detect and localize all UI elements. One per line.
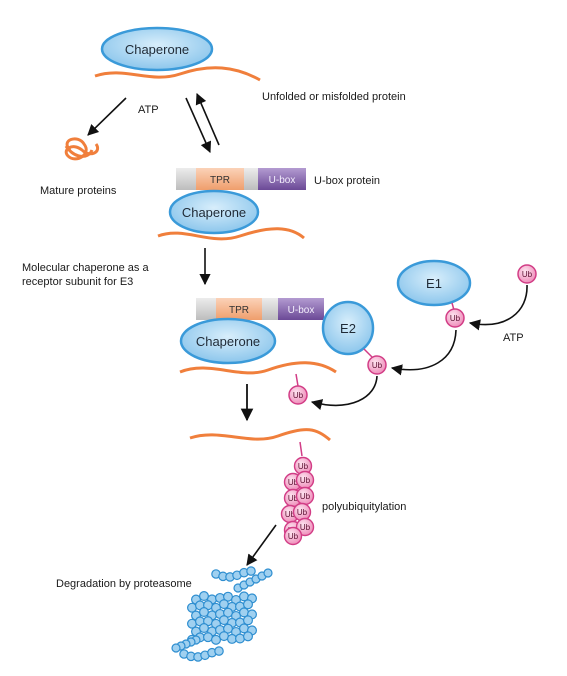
ubiquitin-bead [517,264,537,284]
ub-label: Ub [288,494,299,503]
ub-label: Ub [297,508,308,517]
ubox-label-2: U-box [288,305,315,316]
ub-label: Ub [293,391,304,400]
degradation-label: Degradation by proteasome [56,578,192,590]
e1-ellipse [396,259,472,307]
ub-label: Ub [300,476,311,485]
chaperone-label-1: Chaperone [125,42,189,57]
receptor-label-line1: Molecular chaperone as a [22,262,149,274]
e2-label: E2 [340,321,356,336]
protein-strand [94,66,261,82]
ub-label: Ub [300,492,311,501]
atp-label-2: ATP [503,332,524,344]
chaperone-label-3: Chaperone [196,334,260,349]
e1-to-e2-arrow [390,329,457,376]
ub-label: Ub [285,510,296,519]
tpr-label-2: TPR [229,305,249,316]
receptor-label-line2: receptor subunit for E3 [22,276,133,288]
ubox-protein-bar-1 [176,168,306,190]
unfolded-protein-label: Unfolded or misfolded protein [262,91,406,103]
tpr-label-1: TPR [210,175,230,186]
chaperone-ellipse [100,26,214,72]
ubiquitin-bead [283,526,303,546]
ub-label: Ub [522,270,533,279]
to-proteasome-arrow [246,524,277,566]
protein-strand [179,361,337,375]
ubiquitin-bead [445,308,465,328]
chaperone-ellipse [168,189,260,235]
ub-label: Ub [288,478,299,487]
ub-label: Ub [298,462,309,471]
atp-label-1: ATP [138,104,159,116]
polyubiquitylation-label: polyubiquitylation [322,501,406,513]
chaperone-label-2: Chaperone [182,205,246,220]
e2-to-substrate-arrow [310,375,378,410]
e1-label: E1 [426,276,442,291]
ub-label: Ub [372,361,383,370]
ubiquitin-bead [288,385,308,405]
ub-label: Ub [300,523,311,532]
ub-label: Ub [288,532,299,541]
reverse-arrow [195,92,220,146]
protein-strand [157,227,305,241]
mature-proteins-label: Mature proteins [40,185,117,197]
ubox-protein-label: U-box protein [314,175,380,187]
proteasome-icon [171,566,273,662]
ubox-label-1: U-box [269,175,296,186]
ubox-protein-bar-2 [196,298,324,320]
ubiquitin-bead [367,355,387,375]
atp-arrow-2 [468,284,528,331]
mature-protein-icon [64,137,99,161]
ub-label: Ub [450,314,461,323]
e2-ellipse [321,300,375,356]
chaperone-ellipse [179,317,277,365]
protein-strand [189,428,331,442]
atp-arrow [87,97,127,136]
forward-arrow [185,97,212,154]
